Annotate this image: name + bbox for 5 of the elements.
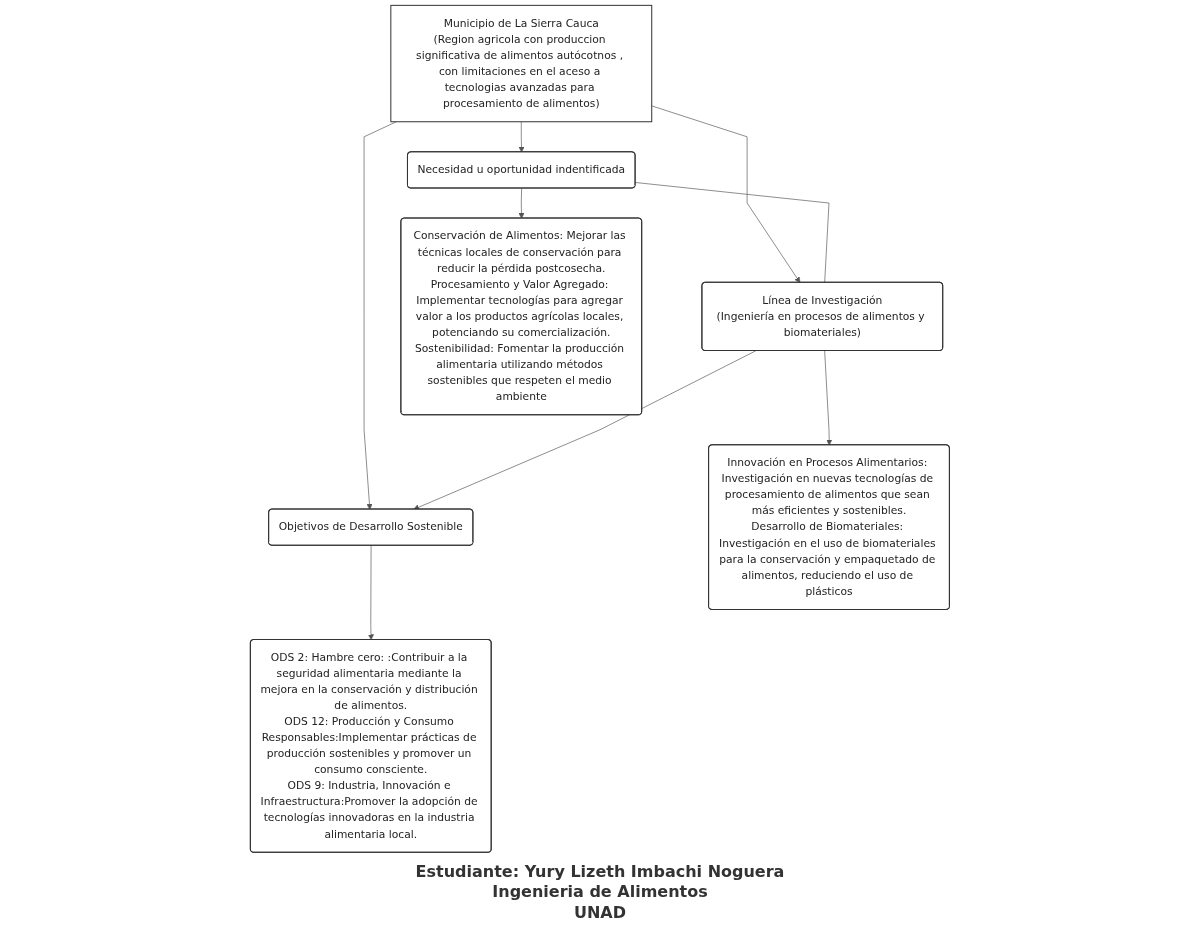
footer-text: Ingenieria de Alimentos (491, 882, 709, 904)
connector (635, 182, 830, 283)
node-box: Municipio de La Sierra Cauca (Region agricola con produccion significativa de alimentos autócotnos , con limitaciones en el aceso a tecnologias avanzadas para procesamiento de alimentos) (390, 4, 653, 123)
footer-text: UNAD (572, 903, 627, 924)
footer-text: Estudiante: Yury Lizeth Imbachi Noguera (415, 861, 785, 883)
